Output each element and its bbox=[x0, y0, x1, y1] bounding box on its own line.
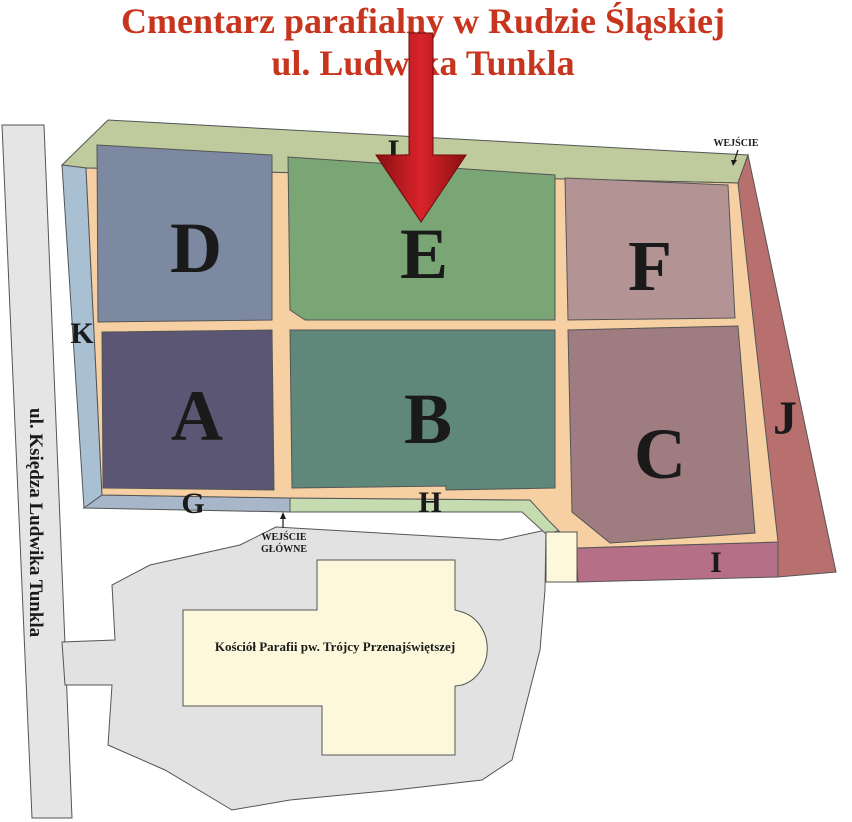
sector-F bbox=[564, 177, 736, 321]
you-are-here-arrow bbox=[375, 32, 467, 223]
sector-label-B: B bbox=[404, 379, 452, 459]
strip-label-H: H bbox=[418, 486, 441, 519]
strip-label-G: G bbox=[181, 487, 204, 520]
main-entrance-label-2: GŁÓWNE bbox=[261, 543, 307, 555]
street-ludwika-tunkla bbox=[1, 124, 73, 819]
main-entrance-arrowhead bbox=[280, 512, 286, 519]
church-label: Kościół Parafii pw. Trójcy Przenajświęts… bbox=[215, 639, 455, 654]
sector-E bbox=[287, 156, 556, 321]
main-entrance-label-1: WEJŚCIE bbox=[261, 531, 306, 543]
sector-A bbox=[101, 329, 275, 491]
sector-D bbox=[96, 144, 273, 323]
sector-label-F: F bbox=[628, 226, 672, 306]
strip-label-I: I bbox=[710, 546, 722, 579]
strip-label-J: J bbox=[773, 392, 797, 445]
sector-label-E: E bbox=[400, 214, 448, 294]
church-building bbox=[182, 559, 488, 756]
sector-label-C: C bbox=[634, 414, 686, 494]
street-label: ul. Księdza Ludwika Tunkla bbox=[25, 408, 46, 638]
entrance-pavilion bbox=[545, 531, 578, 583]
sector-B bbox=[289, 329, 556, 491]
side-entrance-label: WEJŚCIE bbox=[713, 137, 758, 149]
side-entrance-arrowhead bbox=[731, 160, 737, 166]
strip-I bbox=[575, 541, 779, 583]
sector-label-A: A bbox=[171, 376, 223, 456]
sector-C bbox=[567, 325, 756, 544]
strip-label-K: K bbox=[70, 317, 94, 350]
sector-label-D: D bbox=[170, 208, 222, 288]
